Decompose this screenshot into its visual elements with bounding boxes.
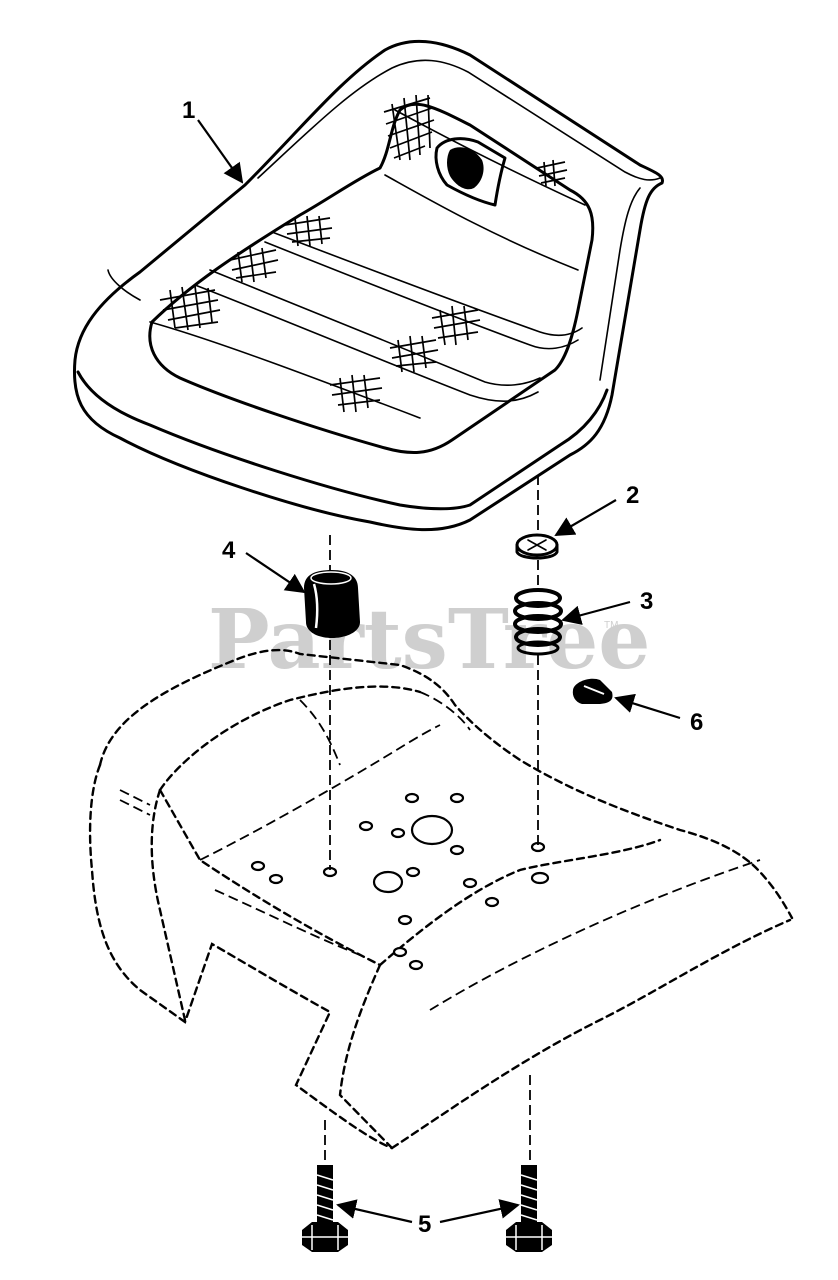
callout-2[interactable]: 2 xyxy=(626,482,639,509)
bumper-icon xyxy=(304,570,360,638)
watermark-trademark: TM xyxy=(604,620,618,631)
bolt-icon xyxy=(302,1165,552,1252)
leader-lines xyxy=(197,119,681,1224)
callout-4[interactable]: 4 xyxy=(222,537,236,564)
cap-nut-icon xyxy=(515,533,559,560)
mounting-holes xyxy=(250,792,550,971)
seat-icon xyxy=(72,39,664,532)
emblem-icon xyxy=(434,137,507,207)
assembly-centerlines xyxy=(324,475,539,1160)
callout-1[interactable]: 1 xyxy=(182,97,195,124)
seat-texture xyxy=(159,94,568,413)
clip-icon xyxy=(572,678,613,704)
watermark-text: PartsTree xyxy=(208,592,650,688)
callout-5[interactable]: 5 xyxy=(418,1211,431,1238)
fender-pan xyxy=(88,648,794,1150)
bolt-left xyxy=(302,1165,348,1252)
spring-icon xyxy=(513,588,563,656)
callout-3[interactable]: 3 xyxy=(640,588,653,615)
callout-6[interactable]: 6 xyxy=(690,709,703,736)
bolt-right xyxy=(506,1165,552,1252)
